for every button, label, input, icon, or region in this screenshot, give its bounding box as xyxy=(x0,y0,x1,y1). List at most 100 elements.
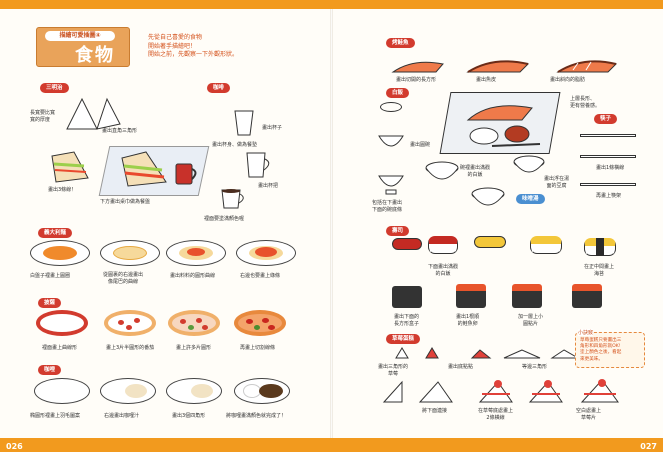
label-cake-2: 畫出底點點 xyxy=(448,364,474,370)
red-mug-icon xyxy=(175,163,197,185)
label-rice-3: 包括在下畫出 下面的碗底條 xyxy=(372,200,403,213)
label-sushi-2: 在正中間畫上 海苔 xyxy=(584,264,615,277)
chopstick-step-1 xyxy=(580,134,636,137)
intro-line: 開始之前，先觀察一下外觀形狀。 xyxy=(148,51,239,59)
salmon-steps xyxy=(391,60,617,73)
cup-outline-2 xyxy=(246,152,270,178)
sushi-3 xyxy=(474,236,506,248)
label-sushi-1: 下面畫出滿戳 的白飯 xyxy=(428,264,459,277)
tip-note-box: 小訣竅 草莓蛋糕只要畫出三 角形和四角形就OK! 塗上顏色之後，看起 來更美味。 xyxy=(575,329,645,368)
label-sushi-4: 畫出1根順 的鮭魚卵 xyxy=(456,314,480,327)
label-coffee-1: 畫出杯子 xyxy=(262,125,283,131)
section-cake: 草莓蛋糕 xyxy=(386,334,421,344)
section-pizza: 披薩 xyxy=(38,298,62,308)
plate xyxy=(100,240,160,266)
gunkan-3 xyxy=(512,284,542,308)
label-salmon-2: 畫出魚皮 xyxy=(476,77,497,83)
section-sushi: 壽司 xyxy=(386,226,410,236)
intro-line: 先從自己喜愛的食物 xyxy=(148,34,203,41)
label-coffee-4: 裡面要塗滿顏色喔 xyxy=(204,216,245,222)
rice-bowl-final-icon xyxy=(471,187,505,206)
label-rice-1: 畫出圓碗 xyxy=(410,142,431,148)
section-rice: 白飯 xyxy=(386,88,410,98)
coffee-cup-icon xyxy=(221,189,244,209)
label-salmon-1: 畫出切開的長方形 xyxy=(396,77,437,83)
label-pizza-4: 再畫上切割線條 xyxy=(240,345,276,351)
section-coffee: 咖啡 xyxy=(207,83,231,93)
page-number-left: 026 xyxy=(6,442,23,451)
label-curry-4: 將咖哩畫滿顏色就完成了！ xyxy=(226,413,287,419)
label-coffee-2: 畫出杯身、做為餐墊 xyxy=(212,142,258,148)
plate xyxy=(166,240,226,266)
tip-note-text: 草莓蛋糕只要畫出三 角形和四角形就OK! 塗上顏色之後，看起 來更美味。 xyxy=(580,338,622,362)
plate xyxy=(236,240,296,266)
gunkan-1 xyxy=(392,286,422,308)
section-curry: 咖哩 xyxy=(38,365,62,375)
label-sandwich-3: 畫出3條線！ xyxy=(48,187,77,193)
label-cake-4: 將下面連接 xyxy=(422,408,448,414)
sandwich-sketch-2 xyxy=(51,151,89,183)
pizza-step-3 xyxy=(168,310,220,336)
sushi-1 xyxy=(392,238,422,250)
salmon-final-icon xyxy=(466,105,541,147)
sushi-5 xyxy=(584,238,616,256)
label-sandwich-1: 長寬要比寬 寬的厚度 xyxy=(30,110,56,123)
cup-outline-1 xyxy=(234,110,254,136)
label-spaghetti-3: 畫出料料的圓形曲線 xyxy=(170,273,216,279)
chopstick-line xyxy=(580,155,636,158)
label-curry-1: 橢圓形裡畫上羽毛圖案 xyxy=(30,413,81,419)
label-chopsticks-2: 再畫上筷架 xyxy=(596,193,622,199)
pizza-step-1 xyxy=(36,310,88,336)
label-curry-3: 畫出3個四角形 xyxy=(172,413,206,419)
chapter-badge: 描繪可愛插圖④ xyxy=(45,31,115,41)
section-chopsticks: 筷子 xyxy=(594,114,618,124)
cake-steps xyxy=(382,379,619,403)
label-rice-2: 碗裡畫出滿戳 的白飯 xyxy=(460,165,491,178)
miso-bowl-icon xyxy=(513,155,545,173)
plate xyxy=(30,240,90,266)
label-rice-4: 畫出浮在湯 面的豆腐 xyxy=(544,176,570,189)
top-bar xyxy=(0,0,663,9)
label-cake-3: 等邊三角形 xyxy=(522,364,548,370)
plate xyxy=(100,378,156,404)
label-curry-2: 右邊畫出咖哩汁 xyxy=(104,413,140,419)
plate xyxy=(34,378,90,404)
label-spaghetti-4: 右邊也要畫上綠條 xyxy=(240,273,281,279)
strawberry-steps xyxy=(395,347,580,359)
tip-note-title: 小訣竅 xyxy=(578,329,594,336)
label-spaghetti-2: 從圓裏的右邊畫出 像尾巴的曲線 xyxy=(103,272,144,285)
label-cake-1: 畫出三角形的 草莓 xyxy=(378,364,409,377)
label-chopsticks-1: 畫出1條橫線 xyxy=(596,165,625,171)
label-pizza-2: 畫上3片半圓形的番茄 xyxy=(106,345,155,351)
section-sandwich: 三明治 xyxy=(40,83,69,93)
page-number-right: 027 xyxy=(640,442,657,451)
chopstick-final xyxy=(580,183,636,186)
label-pizza-1: 裡面畫上曲線形 xyxy=(42,345,78,351)
plate xyxy=(234,378,290,404)
sushi-4 xyxy=(530,236,562,254)
bowl-step-1 xyxy=(380,102,402,112)
label-coffee-3: 畫出杯把 xyxy=(258,183,279,189)
sandwich-sketch-1 xyxy=(66,97,121,130)
section-spaghetti: 義大利麵 xyxy=(38,228,73,238)
plate xyxy=(166,378,222,404)
label-sandwich-4: 下方畫出桌巾做為餐盤 xyxy=(100,199,151,205)
label-sushi-3: 畫出下面的 長方形盒子 xyxy=(394,314,420,327)
section-salmon: 烤鮭魚 xyxy=(386,38,415,48)
bottom-bar xyxy=(0,438,663,452)
label-spaghetti-1: 白盤子裡畫上圓圈 xyxy=(30,273,71,279)
bowl-step-2 xyxy=(378,135,404,147)
rice-bowl-icon xyxy=(425,161,459,180)
chapter-title-box: 描繪可愛插圖④ 食物 xyxy=(36,27,130,67)
pizza-step-2 xyxy=(104,310,156,336)
label-sandwich-2: 畫出直角三角形 xyxy=(102,128,138,134)
label-salmon-3: 畫出斜向的脂肪 xyxy=(550,77,586,83)
gunkan-4 xyxy=(572,284,602,308)
intro-line: 開始著手描繪吧！ xyxy=(148,42,197,50)
intro-text: 先從自己喜愛的食物 開始著手描繪吧！ 開始之前，先觀察一下外觀形狀。 xyxy=(148,34,238,60)
miso-tag: 味噌湯 xyxy=(516,194,545,204)
book-gutter xyxy=(330,9,333,438)
label-cake-6: 空白處畫上 草莓片 xyxy=(576,408,602,421)
label-pizza-3: 畫上許多片圓形 xyxy=(176,345,212,351)
